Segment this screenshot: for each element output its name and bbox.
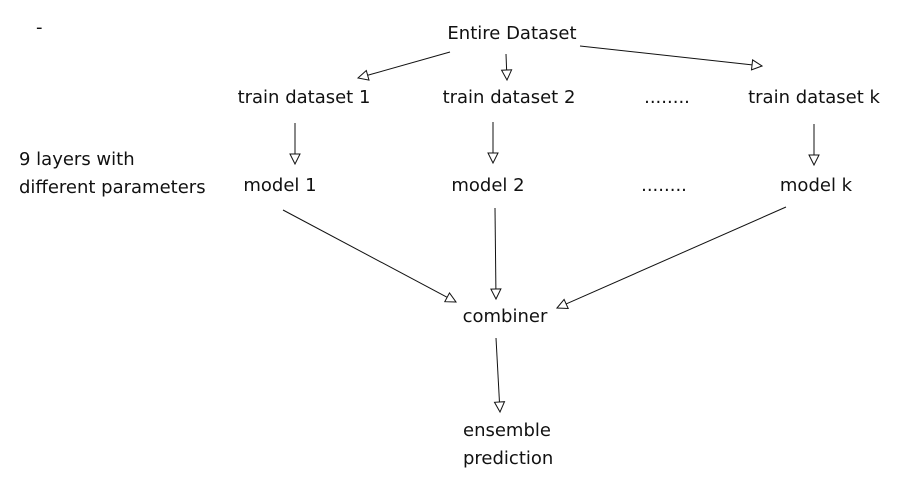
train-ellipsis: ........ bbox=[644, 87, 690, 108]
arrow-train-dataset-k-to-model-k bbox=[808, 124, 820, 167]
node-model-1: model 1 bbox=[243, 175, 317, 196]
arrow-combiner-to-ensemble-prediction bbox=[493, 337, 506, 414]
arrow-entire-dataset-to-train-dataset-2 bbox=[500, 53, 513, 82]
node-model-2: model 2 bbox=[451, 175, 525, 196]
arrow-model-k-to-combiner bbox=[555, 206, 787, 310]
node-combiner: combiner bbox=[462, 306, 548, 327]
arrow-train-dataset-2-to-model-2 bbox=[487, 122, 499, 165]
arrow-model-1-to-combiner bbox=[282, 209, 457, 303]
arrow-entire-dataset-to-train-dataset-1 bbox=[356, 51, 451, 81]
side-note: 9 layers with different parameters bbox=[19, 149, 206, 198]
model-ellipsis: ........ bbox=[641, 175, 687, 196]
arrow-train-dataset-1-to-model-1 bbox=[289, 123, 301, 166]
node-model-k: model k bbox=[779, 175, 853, 196]
node-ensemble-prediction: ensemble prediction bbox=[463, 420, 554, 469]
node-train-dataset-2: train dataset 2 bbox=[442, 87, 576, 108]
node-entire-dataset: Entire Dataset bbox=[447, 23, 577, 44]
arrow-model-2-to-combiner bbox=[490, 207, 502, 301]
node-train-dataset-1: train dataset 1 bbox=[237, 87, 371, 108]
stray-mark: - bbox=[36, 17, 43, 38]
node-train-dataset-k: train dataset k bbox=[748, 87, 880, 108]
arrow-entire-dataset-to-train-dataset-k bbox=[579, 45, 764, 71]
